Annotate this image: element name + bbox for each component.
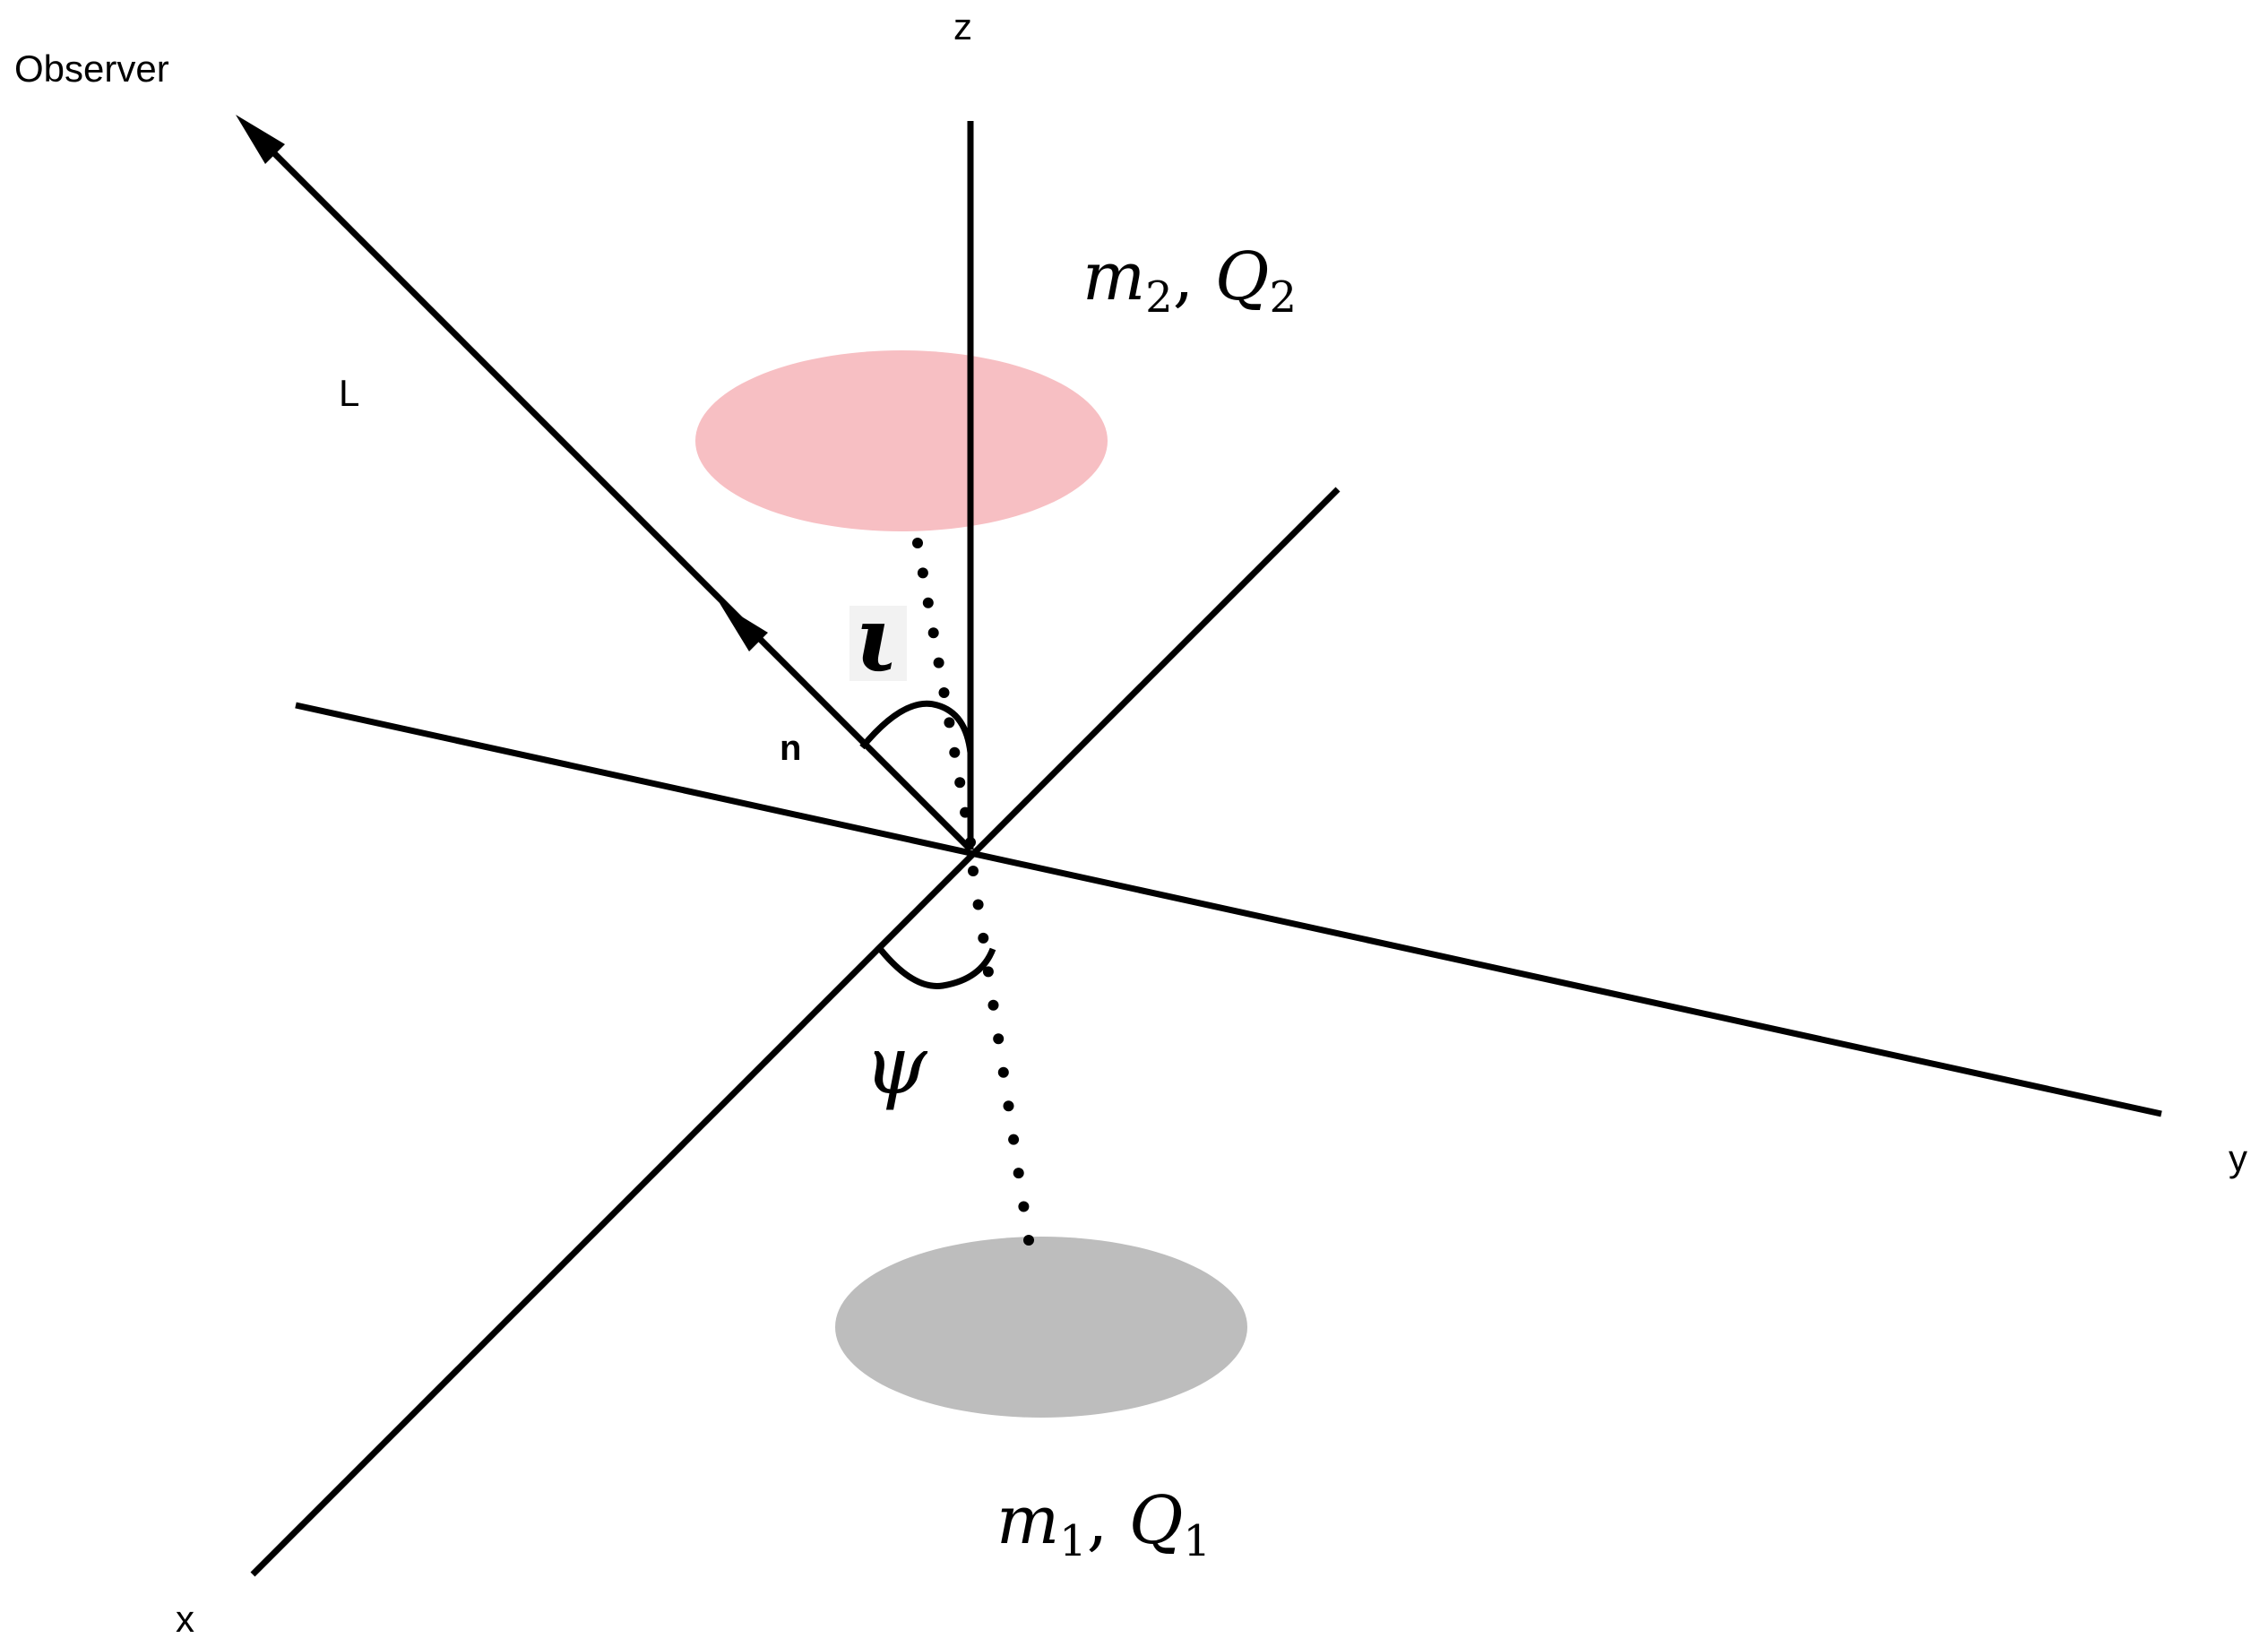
body-1-charge-subscript: 1 xyxy=(1183,1516,1211,1566)
x-axis-label: x xyxy=(176,1598,194,1640)
psi-label: ψ xyxy=(864,1019,928,1113)
iota-angle-arc xyxy=(859,700,974,754)
separation-dot xyxy=(972,899,984,910)
separation-dot xyxy=(968,866,979,876)
line-of-sight xyxy=(253,132,973,852)
body-1-label: m1, Q1 xyxy=(996,1482,1211,1566)
separation-dot xyxy=(1013,1168,1024,1179)
body-2-disc xyxy=(695,350,1108,531)
separation-dot xyxy=(982,966,994,978)
body-1-separator: , xyxy=(1087,1482,1129,1559)
body-2-mass: m xyxy=(1082,238,1145,315)
separation-dot xyxy=(954,777,966,789)
separation-dot xyxy=(978,932,989,944)
y-axis-line xyxy=(295,702,2162,1117)
separation-dot xyxy=(993,1033,1005,1045)
L-label: L xyxy=(339,372,359,414)
psi-angle-arc xyxy=(878,947,996,989)
n-label: n xyxy=(780,729,801,768)
x-axis-line xyxy=(250,487,1341,1577)
body-2-separator: , xyxy=(1173,238,1215,315)
observer-label: Observer xyxy=(14,47,169,90)
body-1-charge: Q xyxy=(1129,1482,1184,1559)
body-1-disc xyxy=(835,1237,1247,1418)
separation-dot xyxy=(944,717,955,729)
separation-dot xyxy=(987,999,999,1011)
body-2-charge: Q xyxy=(1215,238,1270,315)
body-1-mass: m xyxy=(996,1482,1059,1559)
binary-separation-dotted-line xyxy=(912,538,1034,1246)
separation-dot xyxy=(938,687,950,698)
separation-dot xyxy=(917,567,928,579)
separation-dot xyxy=(965,837,976,848)
separation-dot xyxy=(912,538,923,548)
body-1-mass-subscript: 1 xyxy=(1059,1516,1087,1566)
n-arrowhead xyxy=(720,603,768,651)
iota-label: ι xyxy=(855,586,898,692)
body-2-charge-subscript: 2 xyxy=(1269,272,1297,323)
separation-dot xyxy=(997,1066,1009,1078)
separation-dot xyxy=(933,657,944,668)
z-axis-label: z xyxy=(953,5,972,47)
body-2-mass-subscript: 2 xyxy=(1145,272,1173,323)
separation-dot xyxy=(922,597,934,608)
separation-dot xyxy=(927,627,939,639)
observer-arrowhead xyxy=(236,115,285,164)
separation-dot xyxy=(949,746,961,758)
body-2-label: m2, Q2 xyxy=(1082,238,1297,323)
iota-highlight xyxy=(849,606,907,681)
separation-dot xyxy=(1003,1100,1014,1112)
y-axis-label: y xyxy=(2229,1137,2247,1179)
separation-dot xyxy=(1018,1201,1030,1212)
separation-dot xyxy=(1023,1235,1034,1246)
separation-dot xyxy=(1008,1134,1020,1145)
separation-dot xyxy=(960,806,971,818)
